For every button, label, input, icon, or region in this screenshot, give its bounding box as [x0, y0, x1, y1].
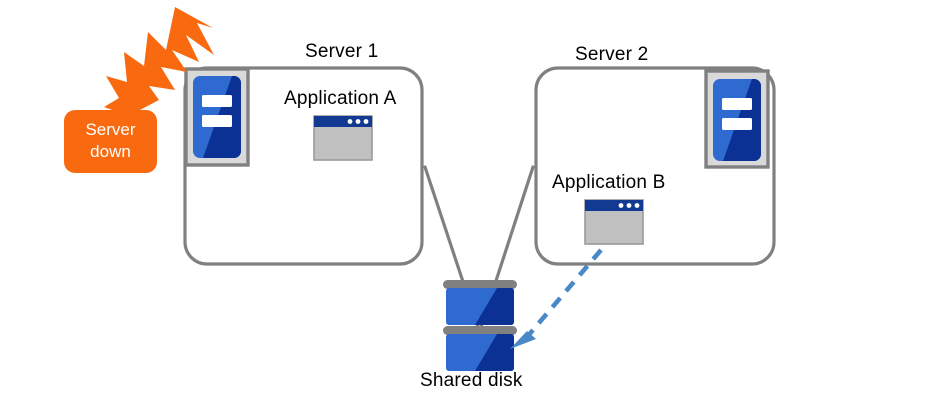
server-down-label-line1: Server: [85, 120, 136, 139]
application-b-label: Application B: [552, 172, 666, 193]
server-down-label-line2: down: [90, 142, 131, 161]
server-down-badge: Server down: [64, 110, 157, 173]
server-rack-icon: [184, 67, 250, 167]
shared-disk-label: Shared disk: [420, 370, 523, 391]
server-2-title: Server 2: [575, 44, 649, 65]
application-a-window-icon: [313, 115, 373, 161]
lightning-burst-icon: [104, 7, 214, 133]
server-rack-icon: [704, 69, 770, 169]
shared-disk-icon: [443, 280, 517, 371]
server-1-title: Server 1: [305, 41, 379, 62]
dashed-arrow-application-b-to-disk: [510, 248, 603, 349]
application-b-window-icon: [584, 199, 644, 245]
application-a-label: Application A: [284, 88, 397, 109]
